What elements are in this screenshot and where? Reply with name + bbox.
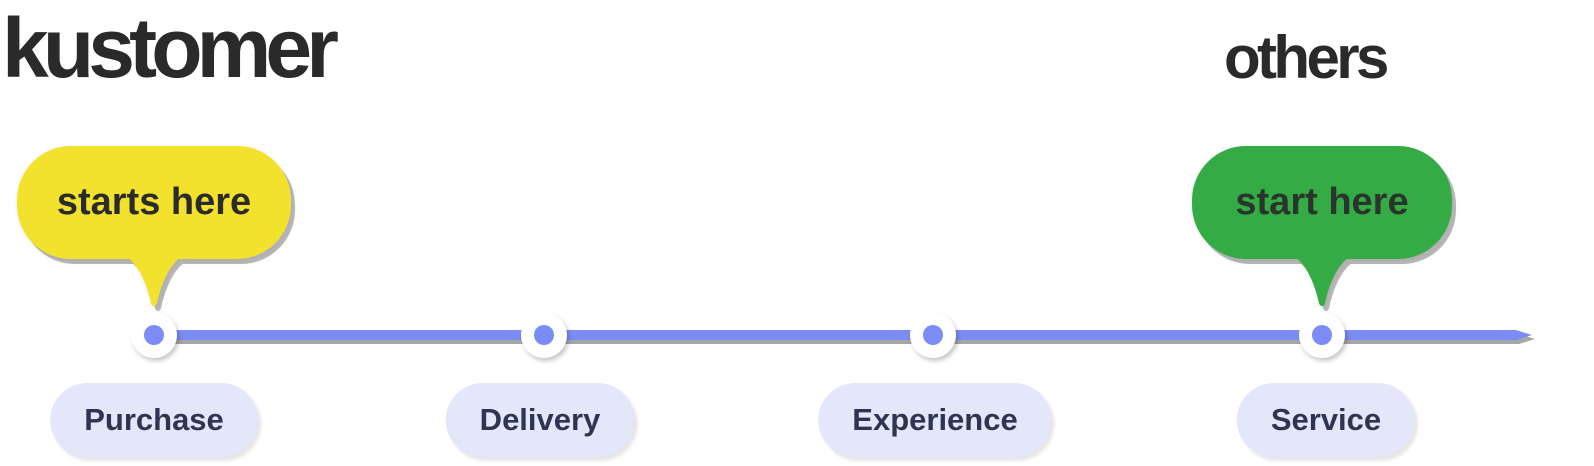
node-dot-icon	[923, 325, 943, 345]
brand-wordmark-kustomer: kustomer	[2, 1, 339, 95]
timeline-node-experience	[910, 312, 956, 358]
starts-here-bubble: starts here	[17, 146, 291, 306]
starts-here-bubble-body: starts here	[17, 146, 291, 259]
node-dot-icon	[534, 325, 554, 345]
bubble-tail-icon	[127, 257, 181, 306]
timeline-node-service	[1299, 312, 1345, 358]
stage-pill-service: Service	[1236, 383, 1416, 457]
start-here-bubble: start here	[1192, 146, 1452, 306]
timeline-node-purchase	[131, 312, 177, 358]
timeline-line	[154, 330, 1516, 340]
timeline	[154, 330, 1532, 340]
node-dot-icon	[1312, 325, 1332, 345]
stage-pill-purchase: Purchase	[50, 383, 258, 457]
timeline-arrow-tip-icon	[1516, 330, 1532, 340]
timeline-node-delivery	[521, 312, 567, 358]
starts-here-label: starts here	[56, 181, 252, 223]
start-here-bubble-body: start here	[1192, 146, 1452, 259]
node-dot-icon	[144, 325, 164, 345]
stage-pill-experience: Experience	[818, 383, 1052, 457]
heading-others: others	[1224, 24, 1389, 91]
bubble-tail-icon	[1295, 257, 1349, 306]
start-here-label: start here	[1235, 181, 1409, 223]
stage-pill-delivery: Delivery	[445, 383, 635, 457]
